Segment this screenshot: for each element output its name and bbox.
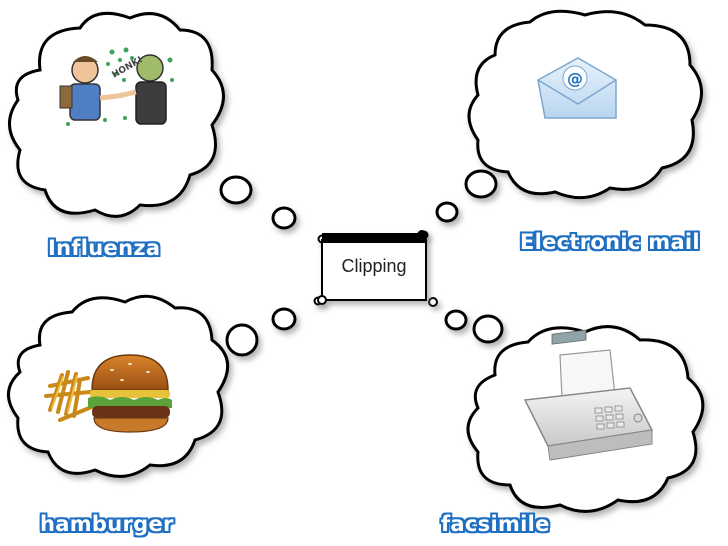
center-scroll	[317, 230, 429, 305]
label-electronic-mail: Electronic mail	[520, 230, 700, 254]
label-hamburger: hamburger	[40, 512, 174, 536]
label-influenza: Influenza	[48, 236, 161, 260]
label-facsimile: facsimile	[441, 512, 550, 536]
thought-bubbles-to-facsimile	[428, 297, 504, 344]
fax-machine-icon	[523, 329, 654, 461]
thought-bubbles-to-influenza	[219, 175, 327, 244]
thought-bubbles-to-email	[417, 169, 498, 240]
thought-bubbles-to-hamburger	[225, 296, 323, 357]
hamburger-fries-icon	[44, 354, 172, 433]
email-envelope-icon: @	[537, 57, 617, 119]
sick-people-illustration-icon: HONK!	[58, 47, 178, 136]
svg-text:@: @	[567, 69, 583, 88]
center-label: Clipping	[341, 256, 407, 276]
